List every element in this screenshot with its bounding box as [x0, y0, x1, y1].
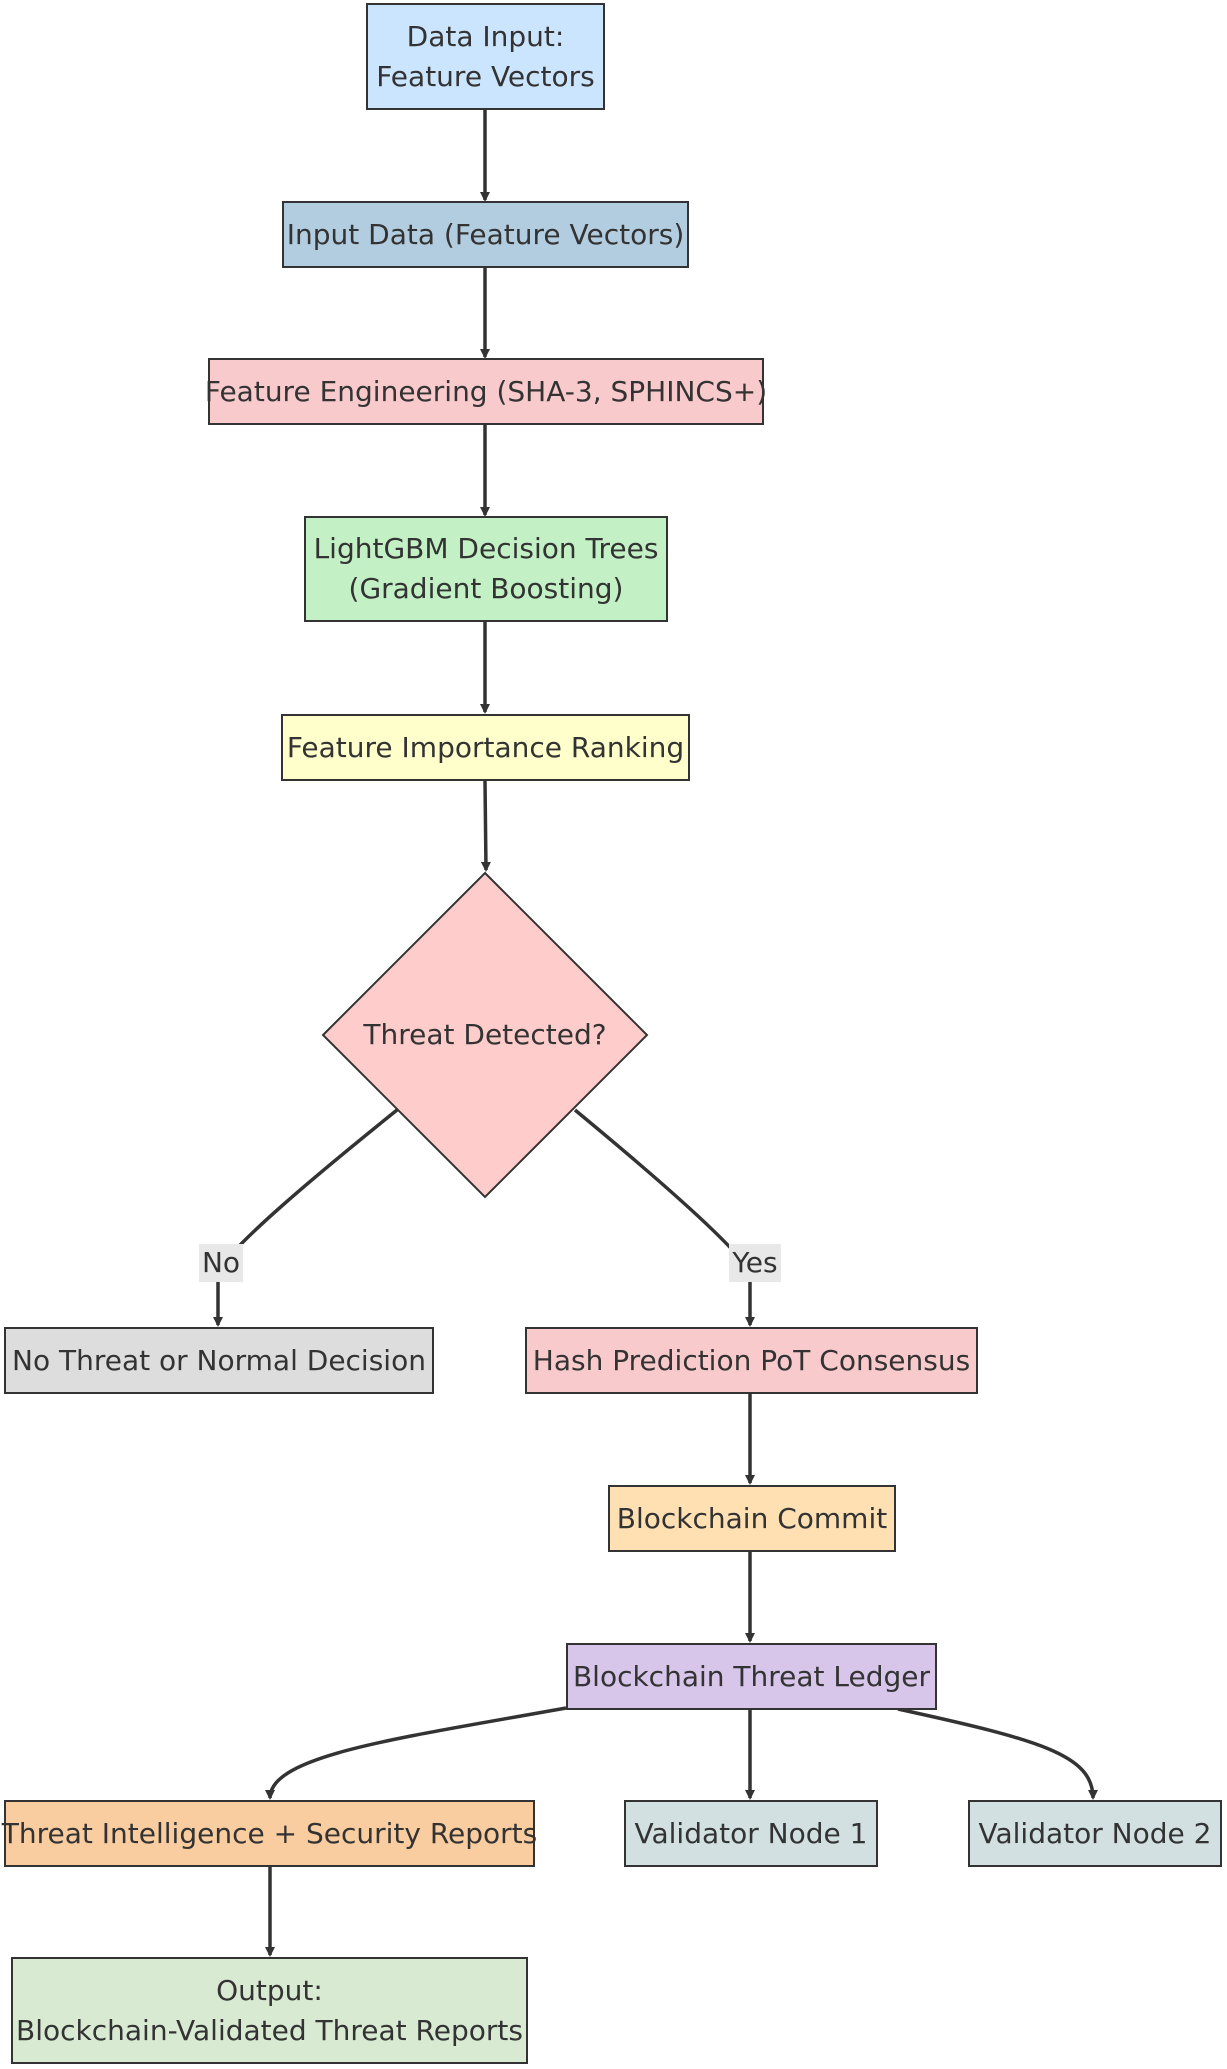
edge-threat-ledger-to-threat-intel — [265, 1706, 567, 1800]
node-feature-importance-label: Feature Importance Ranking — [286, 730, 685, 764]
node-no-threat-label: No Threat or Normal Decision — [12, 1343, 426, 1377]
node-data-input: Data Input: Feature Vectors — [366, 3, 605, 110]
node-input-data-label: Input Data (Feature Vectors) — [286, 217, 685, 251]
edge-threat-ledger-to-validator-2 — [897, 1707, 1098, 1800]
edge-decision-to-no-threat — [213, 1108, 399, 1327]
node-validator-1-label: Validator Node 1 — [634, 1816, 868, 1850]
node-output-line-1: Output: — [216, 1973, 323, 2007]
node-output: Output: Blockchain-Validated Threat Repor… — [11, 1957, 528, 2064]
decision-threat-detected-label: Threat Detected? — [363, 1018, 607, 1051]
node-threat-intel: Threat Intelligence + Security Reports — [1, 1800, 538, 1867]
edge-decision-to-hash-prediction — [573, 1108, 755, 1327]
node-hash-prediction: Hash Prediction PoT Consensus — [525, 1327, 978, 1394]
edge-label-no: No — [199, 1244, 243, 1282]
edge-feature-importance-to-decision — [480, 780, 491, 872]
node-validator-2-label: Validator Node 2 — [978, 1816, 1212, 1850]
node-feature-importance: Feature Importance Ranking — [281, 714, 690, 781]
decision-diamond-shape — [321, 871, 649, 1199]
edge-label-yes: Yes — [729, 1244, 781, 1282]
node-threat-intel-label: Threat Intelligence + Security Reports — [1, 1816, 538, 1850]
node-lightgbm-line-1: LightGBM Decision Trees — [313, 532, 659, 565]
node-data-input-line-1: Data Input: — [406, 19, 565, 53]
node-validator-1: Validator Node 1 — [624, 1800, 878, 1867]
node-lightgbm-line-2: (Gradient Boosting) — [348, 572, 624, 605]
node-feature-engineering-label: Feature Engineering (SHA-3, SPHINCS+) — [204, 374, 768, 408]
node-validator-2: Validator Node 2 — [968, 1800, 1222, 1867]
node-threat-ledger: Blockchain Threat Ledger — [566, 1643, 937, 1710]
node-blockchain-commit-label: Blockchain Commit — [616, 1501, 888, 1535]
node-hash-prediction-label: Hash Prediction PoT Consensus — [532, 1343, 971, 1377]
node-input-data: Input Data (Feature Vectors) — [282, 201, 689, 268]
node-output-line-2: Blockchain-Validated Threat Reports — [16, 2013, 523, 2047]
node-no-threat: No Threat or Normal Decision — [4, 1327, 434, 1394]
node-threat-ledger-label: Blockchain Threat Ledger — [572, 1659, 931, 1693]
node-lightgbm: LightGBM Decision Trees (Gradient Boostin… — [304, 516, 668, 622]
node-blockchain-commit: Blockchain Commit — [608, 1485, 896, 1552]
node-feature-engineering: Feature Engineering (SHA-3, SPHINCS+) — [204, 358, 768, 425]
node-data-input-line-2: Feature Vectors — [376, 59, 595, 93]
